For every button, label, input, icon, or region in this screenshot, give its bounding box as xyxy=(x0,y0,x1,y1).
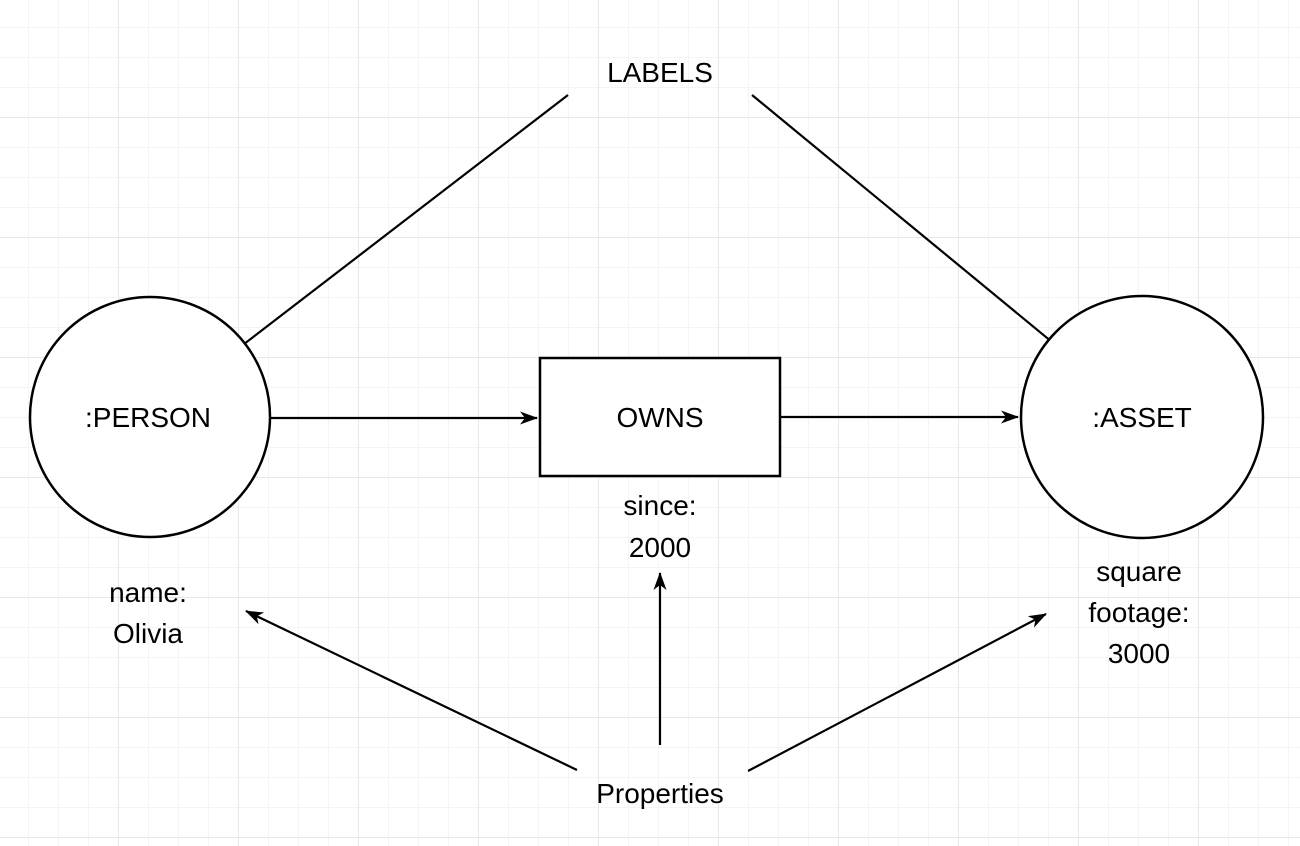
properties-caption: Properties xyxy=(596,778,724,809)
person-node-label: :PERSON xyxy=(85,402,211,433)
owns-relationship-label: OWNS xyxy=(616,402,703,433)
footage-property-line2: footage: xyxy=(1088,597,1189,628)
person-node-circle xyxy=(28,295,272,539)
asset-node-label: :ASSET xyxy=(1092,402,1192,433)
since-property-line1: since: xyxy=(623,490,696,521)
edge-labels-to-person xyxy=(195,94,569,382)
since-property-line2: 2000 xyxy=(629,532,691,563)
edge-properties-to-name xyxy=(245,610,578,771)
name-property-line1: name: xyxy=(109,577,187,608)
footage-property-line1: square xyxy=(1096,556,1182,587)
footage-property-line3: 3000 xyxy=(1108,638,1170,669)
edge-properties-to-footage xyxy=(747,613,1047,772)
labels-caption: LABELS xyxy=(607,57,713,88)
name-property-line2: Olivia xyxy=(113,618,183,649)
asset-node-circle xyxy=(1019,294,1265,540)
edge-labels-to-asset xyxy=(751,94,1104,385)
owns-relationship-box xyxy=(538,356,782,478)
